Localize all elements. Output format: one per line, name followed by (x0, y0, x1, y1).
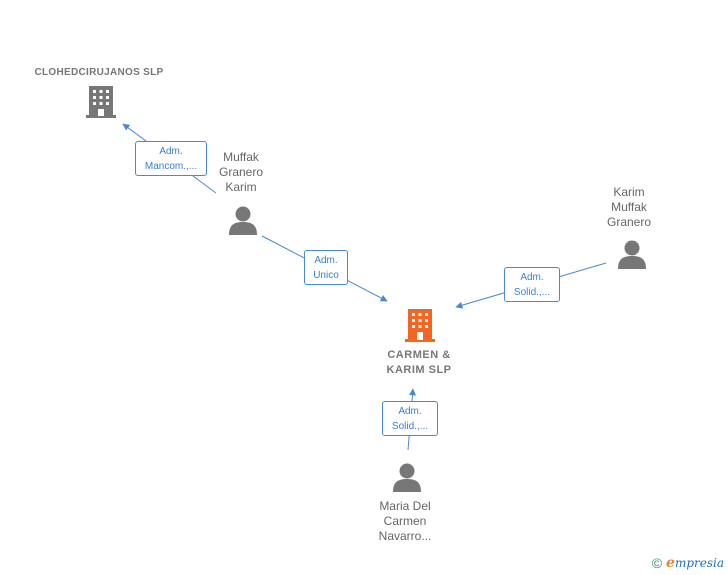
person-icon-muffak[interactable] (229, 206, 257, 236)
brand-initial: e (666, 555, 675, 571)
role-line-2: Solid.,... (513, 287, 551, 298)
person-icon-maria[interactable] (393, 463, 421, 493)
brand-logo[interactable]: empresia (666, 555, 724, 571)
role-line-1: Adm. (314, 255, 338, 266)
role-line-2: Solid.,... (391, 421, 429, 432)
brand-rest: mpresia (674, 556, 724, 570)
role-box-solid-maria[interactable]: Adm. Solid.,... (382, 401, 438, 436)
person-label-maria[interactable]: Maria Del Carmen Navarro... (378, 499, 432, 543)
footer-brand: © empresia (652, 555, 724, 571)
role-box-mancom[interactable]: Adm. Mancom.,... (135, 141, 207, 176)
building-icon[interactable] (86, 86, 116, 118)
role-line-1: Adm. (398, 406, 422, 417)
company-label-carmen[interactable]: CARMEN & KARIM SLP (386, 349, 452, 376)
role-box-solid-karim[interactable]: Adm. Solid.,... (504, 267, 560, 302)
person-icon-karim[interactable] (618, 240, 646, 270)
role-line-2: Mancom.,... (144, 161, 198, 172)
role-line-2: Unico (313, 270, 339, 281)
role-line-1: Adm. (159, 146, 183, 157)
building-icon-highlighted[interactable] (405, 309, 435, 342)
role-box-unico[interactable]: Adm. Unico (304, 250, 348, 285)
copyright-icon: © (651, 555, 663, 571)
company-label-clohed[interactable]: CLOHEDCIRUJANOS SLP (34, 67, 164, 78)
role-line-1: Adm. (520, 272, 544, 283)
person-label-muffak[interactable]: Muffak Granero Karim (218, 150, 264, 194)
person-label-karim[interactable]: Karim Muffak Granero (606, 185, 652, 229)
